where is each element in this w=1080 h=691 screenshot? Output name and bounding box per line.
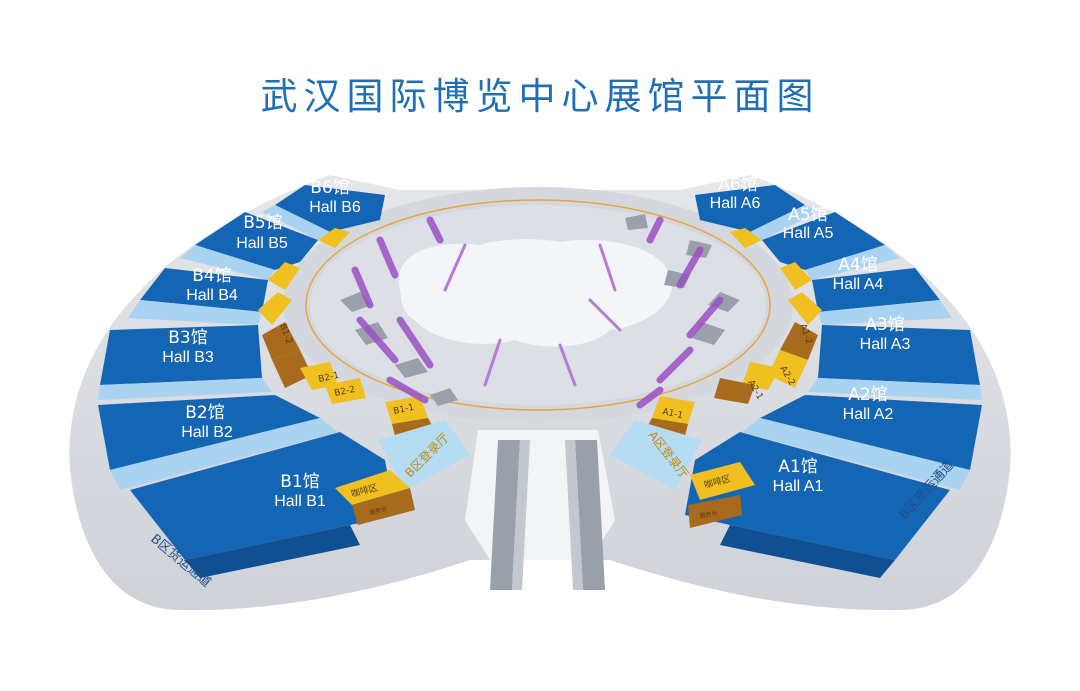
a-cafe-area[interactable] [690,462,755,500]
hall-a3-strip [808,378,982,400]
hall-b3-label-en: Hall B3 [162,349,214,366]
a-wing [685,185,982,578]
escalators [351,216,724,409]
hall-a4[interactable] [812,268,940,312]
connector-at1-label: A1-1 [661,407,683,421]
connector-at1[interactable] [652,396,695,424]
hall-a5-strip [805,245,900,280]
b-service-area[interactable] [352,488,415,525]
hall-a1-label-en: Hall A1 [773,478,824,495]
a-corridors [610,228,822,528]
ring-track [305,199,771,411]
hall-b2-strip [110,418,338,490]
connector-bt4-label: B2-2 [334,385,356,399]
hall-b4[interactable] [140,268,268,312]
hall-a3-label-cn: A3馆 [865,315,904,335]
connector-at3[interactable] [742,362,780,390]
connector-bt1[interactable] [385,396,428,424]
hall-b5-label-cn: B5馆 [243,213,282,233]
hall-a3[interactable] [818,325,980,385]
a-service-area[interactable] [688,495,742,528]
hall-b1-label-en: Hall B1 [274,493,326,510]
hall-b2-label-en: Hall B2 [181,424,233,441]
hall-a6-label-en: Hall A6 [710,195,761,212]
hall-a6-label-cn: A6馆 [718,175,757,195]
hall-a2-label-en: Hall A2 [843,406,894,423]
hall-b4-label-cn: B4馆 [192,266,231,286]
connector-bt4[interactable] [325,378,366,404]
b-corridors [258,228,470,525]
hall-a4-label-cn: A4馆 [838,255,877,275]
connector-bt3-label: B2-1 [318,371,340,385]
connector-bt3[interactable] [300,362,338,390]
hall-b5[interactable] [195,212,318,270]
hall-b6-strip [262,205,330,240]
hall-b3-strip [98,378,272,400]
south-entrance-bridge [465,430,615,590]
escalators-thin [443,243,622,387]
hall-b1[interactable] [130,432,395,560]
hall-b2[interactable] [98,395,320,470]
hall-b6-label-en: Hall B6 [309,199,361,216]
hall-b4-label-en: Hall B4 [186,287,238,304]
b-cafe-area[interactable] [335,470,410,505]
hall-b6[interactable] [275,185,385,232]
a-foyer-area [610,420,702,490]
connector-at4[interactable] [768,350,808,388]
hall-b2-label-cn: B2馆 [185,403,224,423]
hall-a5[interactable] [762,212,885,270]
a-service-label: 服务台 [699,509,718,520]
connector-bt1-label: B1-1 [393,403,415,417]
hall-a6-strip [750,205,818,240]
hall-b3[interactable] [100,325,262,385]
hall-b6-label-cn: B6馆 [310,178,349,198]
hall-b1-label-cn: B1馆 [280,472,319,492]
hall-a1-label-cn: A1馆 [778,457,817,477]
hall-a2[interactable] [760,395,982,470]
hall-b1-front [185,525,360,578]
hall-a1-front [720,525,895,578]
hall-a4-strip [818,300,952,325]
hall-a2-label-cn: A2馆 [848,385,887,405]
hall-b3-label-cn: B3馆 [168,328,207,348]
central-atrium [398,239,672,347]
hall-a4-label-en: Hall A4 [833,276,884,293]
hall-b5-label-en: Hall B5 [236,235,288,252]
hall-b5-strip [180,245,275,280]
page-title: 武汉国际博览中心展馆平面图 [260,75,820,118]
hall-a6[interactable] [695,185,805,232]
hall-a5-label-cn: A5馆 [788,205,827,225]
hall-a3-label-en: Hall A3 [860,336,911,353]
b-foyer-area [378,420,470,490]
hall-a5-label-en: Hall A5 [783,225,834,242]
hall-a1[interactable] [685,432,950,560]
b-wing [98,185,395,578]
hall-a2-strip [742,418,970,490]
hall-b4-strip [128,300,262,325]
